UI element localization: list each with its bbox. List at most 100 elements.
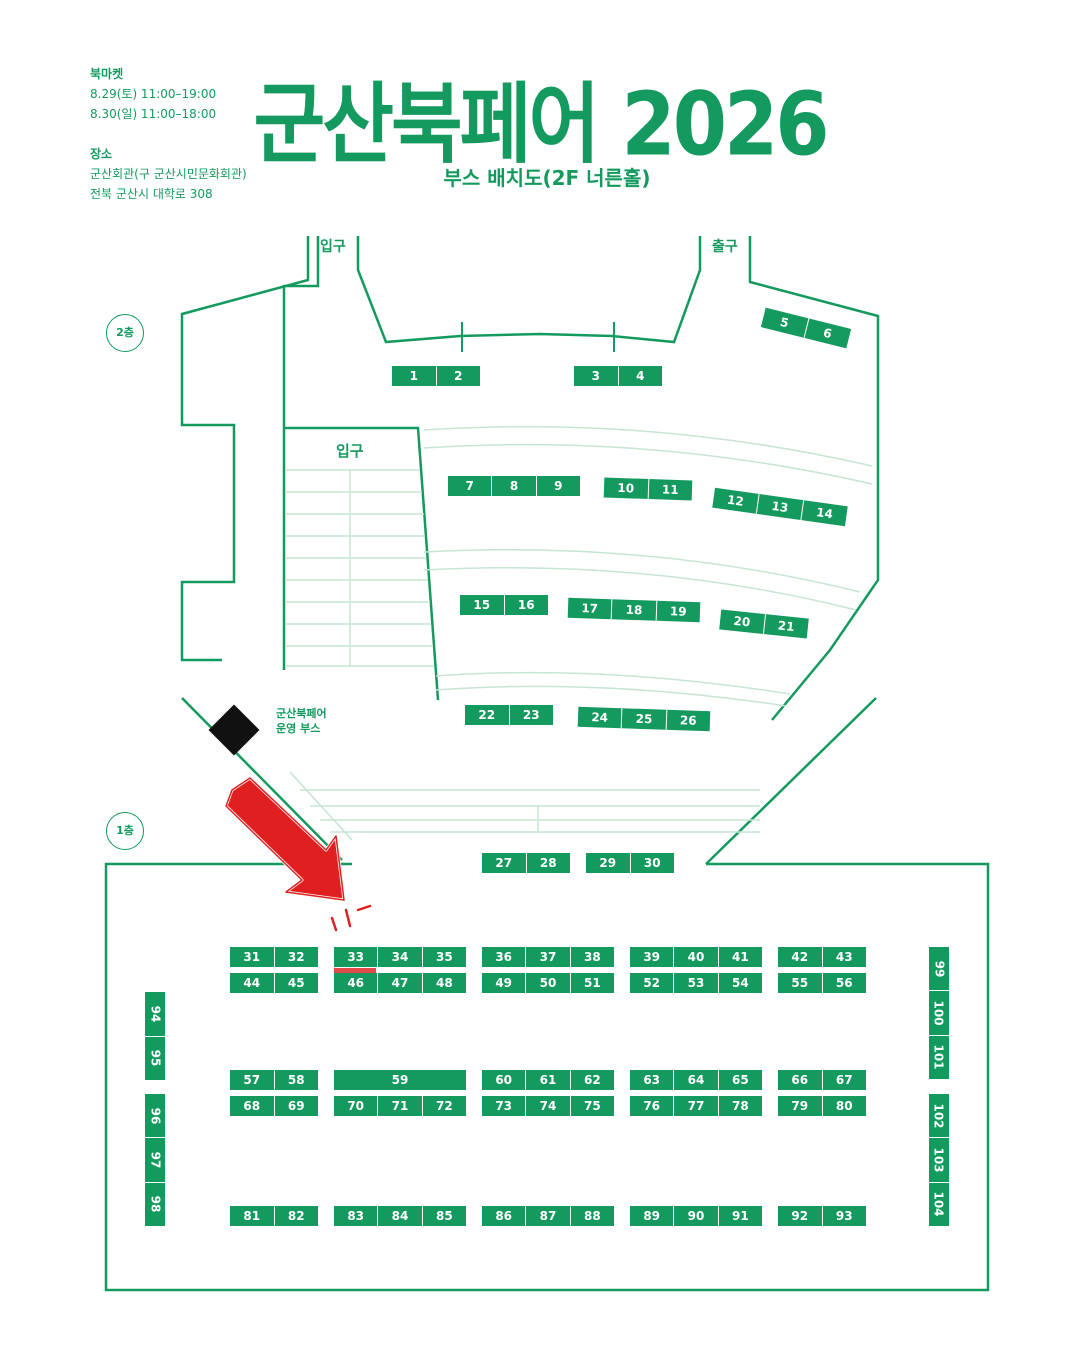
booth-11[interactable]: 11 [647,478,693,501]
booth-10[interactable]: 10 [604,477,648,499]
booth-57[interactable]: 57 [230,1070,274,1090]
booth-34[interactable]: 34 [377,947,421,967]
booth-8[interactable]: 8 [491,476,535,496]
booth-65[interactable]: 65 [717,1070,762,1090]
booth-23[interactable]: 23 [508,705,554,725]
booth-81[interactable]: 81 [230,1206,274,1226]
booth-84[interactable]: 84 [377,1206,421,1226]
booth-85[interactable]: 85 [421,1206,466,1226]
booth-95[interactable]: 95 [145,1035,165,1081]
booth-91[interactable]: 91 [717,1206,762,1226]
booth-52[interactable]: 52 [630,973,673,993]
booth-102[interactable]: 102 [929,1094,949,1137]
booth-73[interactable]: 73 [482,1096,525,1116]
booth-54[interactable]: 54 [717,973,762,993]
booth-86[interactable]: 86 [482,1206,525,1226]
booth-30[interactable]: 30 [629,853,675,873]
booth-27[interactable]: 27 [482,853,526,873]
booth-100[interactable]: 100 [929,990,949,1034]
booth-63[interactable]: 63 [630,1070,673,1090]
booth-29[interactable]: 29 [586,853,630,873]
booth-74[interactable]: 74 [525,1096,569,1116]
booth-41[interactable]: 41 [717,947,762,967]
booth-87[interactable]: 87 [525,1206,569,1226]
booth-37[interactable]: 37 [525,947,569,967]
booth-7[interactable]: 7 [448,476,491,496]
booth-90[interactable]: 90 [673,1206,717,1226]
booth-80[interactable]: 80 [821,1096,867,1116]
booth-98[interactable]: 98 [145,1181,165,1226]
booth-61[interactable]: 61 [525,1070,569,1090]
booth-96[interactable]: 96 [145,1094,165,1137]
booth-49[interactable]: 49 [482,973,525,993]
booth-17[interactable]: 17 [568,598,612,620]
booth-99[interactable]: 99 [929,947,949,990]
booth-group[interactable]: 59 [334,1070,466,1090]
booth-64[interactable]: 64 [673,1070,717,1090]
booth-44[interactable]: 44 [230,973,274,993]
booth-59[interactable]: 59 [334,1070,466,1090]
booth-93[interactable]: 93 [821,1206,867,1226]
booth-69[interactable]: 69 [273,1096,319,1116]
booth-33[interactable]: 33 [334,947,377,967]
booth-40[interactable]: 40 [673,947,717,967]
booth-68[interactable]: 68 [230,1096,274,1116]
booth-45[interactable]: 45 [273,973,319,993]
booth-58[interactable]: 58 [273,1070,319,1090]
booth-51[interactable]: 51 [569,973,614,993]
booth-79[interactable]: 79 [778,1096,822,1116]
booth-48[interactable]: 48 [421,973,466,993]
booth-32[interactable]: 32 [273,947,319,967]
booth-35[interactable]: 35 [421,947,466,967]
booth-60[interactable]: 60 [482,1070,525,1090]
booth-56[interactable]: 56 [821,973,867,993]
booth-36[interactable]: 36 [482,947,525,967]
booth-92[interactable]: 92 [778,1206,822,1226]
booth-50[interactable]: 50 [525,973,569,993]
booth-31[interactable]: 31 [230,947,274,967]
booth-46[interactable]: 46 [334,973,377,993]
booth-104[interactable]: 104 [929,1181,949,1226]
booth-28[interactable]: 28 [525,853,571,873]
booth-22[interactable]: 22 [465,705,509,725]
booth-55[interactable]: 55 [778,973,822,993]
booth-19[interactable]: 19 [655,600,701,623]
booth-43[interactable]: 43 [821,947,867,967]
booth-89[interactable]: 89 [630,1206,673,1226]
booth-1[interactable]: 1 [392,366,436,386]
booth-94[interactable]: 94 [145,992,165,1036]
booth-39[interactable]: 39 [630,947,673,967]
booth-77[interactable]: 77 [673,1096,717,1116]
booth-76[interactable]: 76 [630,1096,673,1116]
booth-16[interactable]: 16 [503,595,549,615]
booth-75[interactable]: 75 [569,1096,614,1116]
booth-101[interactable]: 101 [929,1034,949,1079]
booth-42[interactable]: 42 [778,947,822,967]
